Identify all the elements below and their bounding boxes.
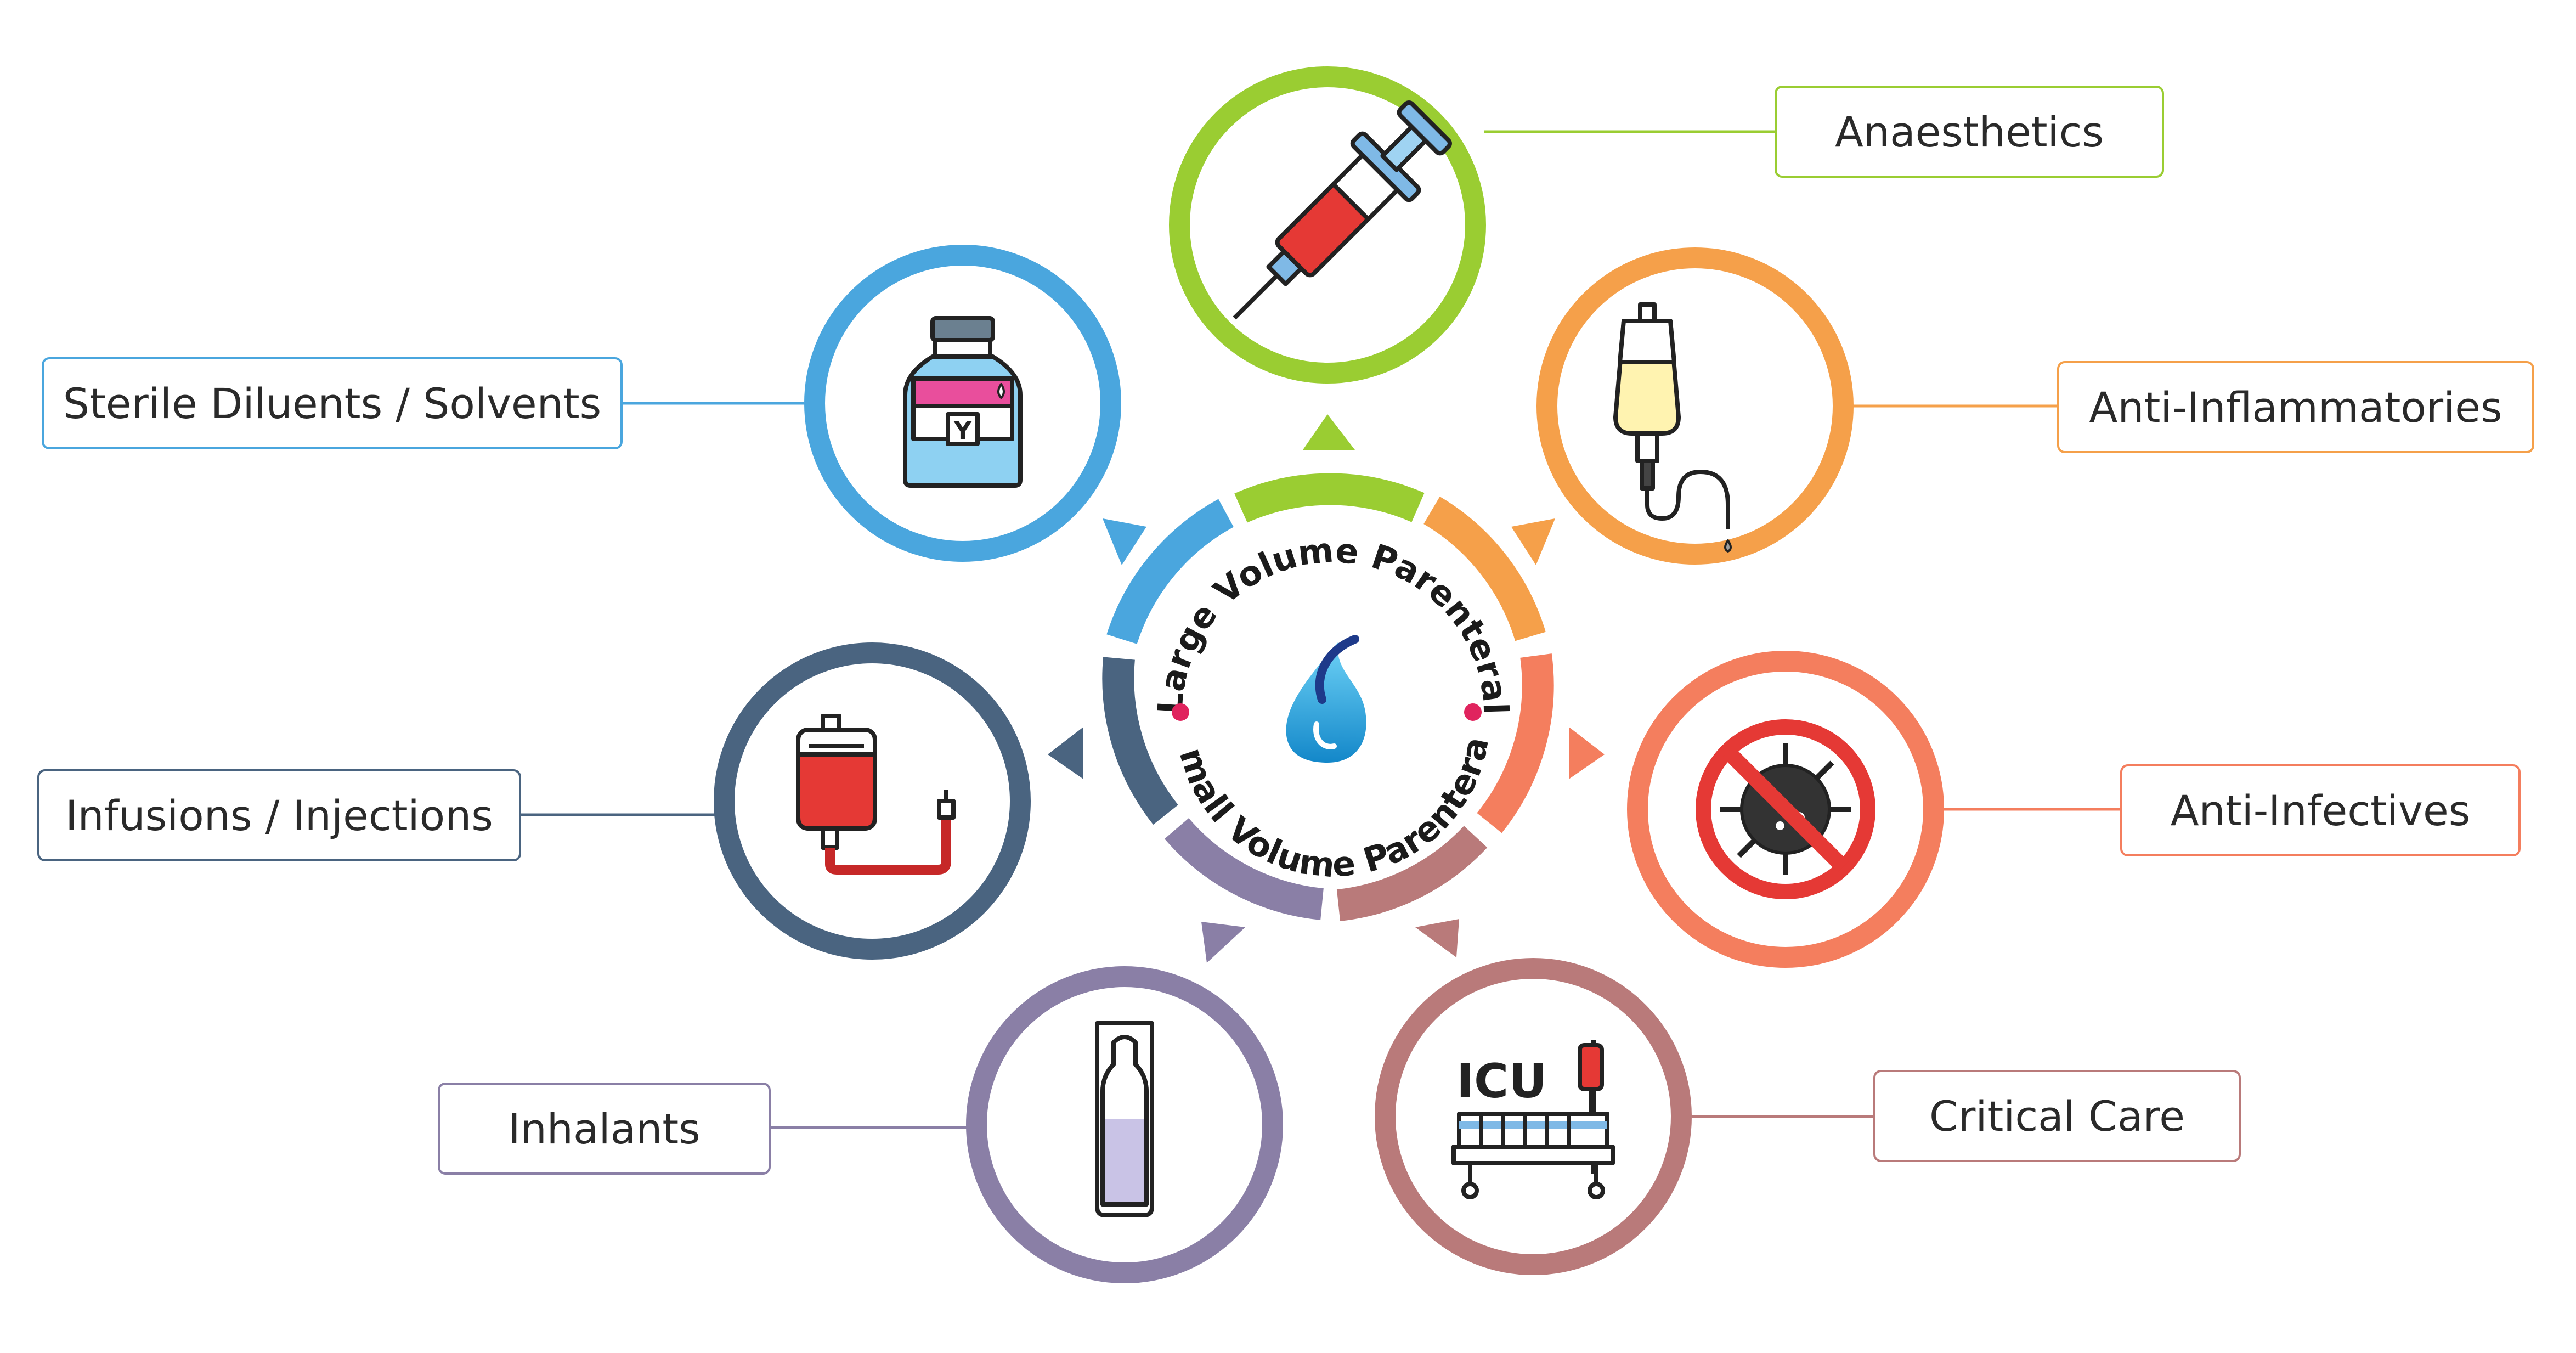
pointer-blue <box>1103 518 1146 565</box>
water-drop-icon <box>1286 635 1366 763</box>
pointer-purple <box>1201 922 1245 963</box>
medicine-vial-icon: Y <box>903 316 1023 488</box>
label-infusions-injections: Infusions / Injections <box>37 769 521 861</box>
connector-lines <box>521 130 2120 1129</box>
pointer-green <box>1303 414 1355 450</box>
hub-segment-coral <box>1477 653 1554 833</box>
svg-text:Y: Y <box>953 417 972 445</box>
hub-segment-blue <box>1106 499 1234 645</box>
no-virus-icon <box>1696 719 1875 899</box>
pointer-orange <box>1511 518 1555 565</box>
label-anaesthetics-text: Anaesthetics <box>1834 107 2104 156</box>
hub-ring <box>1102 473 1554 921</box>
pointer-rose <box>1415 919 1459 957</box>
hub-segment-orange <box>1423 497 1546 641</box>
label-critical-care-text: Critical Care <box>1929 1091 2185 1141</box>
pointer-coral <box>1569 727 1605 779</box>
label-anaesthetics: Anaesthetics <box>1775 86 2164 178</box>
category-circles <box>714 66 1944 1283</box>
label-anti-inflammatories-text: Anti-Inflammatories <box>2089 382 2502 432</box>
label-sterile-diluents: Sterile Diluents / Solvents <box>42 357 623 449</box>
ampoule-icon <box>1095 1021 1154 1217</box>
circle-anti-inflammatories <box>1536 247 1854 565</box>
pointer-navy <box>1048 727 1083 779</box>
label-critical-care: Critical Care <box>1873 1070 2241 1162</box>
icu-bed-icon: ICU <box>1451 1040 1615 1199</box>
hub-segment-rose <box>1336 826 1488 921</box>
blood-bag-icon <box>796 714 956 875</box>
label-inhalants-text: Inhalants <box>508 1104 701 1153</box>
label-infusions-injections-text: Infusions / Injections <box>65 791 493 840</box>
pointer-triangles <box>1048 414 1605 963</box>
svg-text:ICU: ICU <box>1456 1054 1547 1109</box>
label-anti-inflammatories: Anti-Inflammatories <box>2057 361 2534 453</box>
iv-drip-bag-icon <box>1613 302 1732 553</box>
syringe-icon <box>1233 100 1452 320</box>
hub-dot-left <box>1172 703 1189 721</box>
hub-dot-right <box>1464 703 1482 721</box>
label-sterile-diluents-text: Sterile Diluents / Solvents <box>63 379 602 428</box>
label-inhalants: Inhalants <box>438 1083 771 1175</box>
hub-segment-navy <box>1102 657 1178 825</box>
label-anti-infectives-text: Anti-Infectives <box>2170 786 2471 835</box>
hub-segment-purple <box>1164 818 1324 920</box>
label-anti-infectives: Anti-Infectives <box>2120 764 2521 856</box>
hub-segment-green <box>1234 473 1425 523</box>
